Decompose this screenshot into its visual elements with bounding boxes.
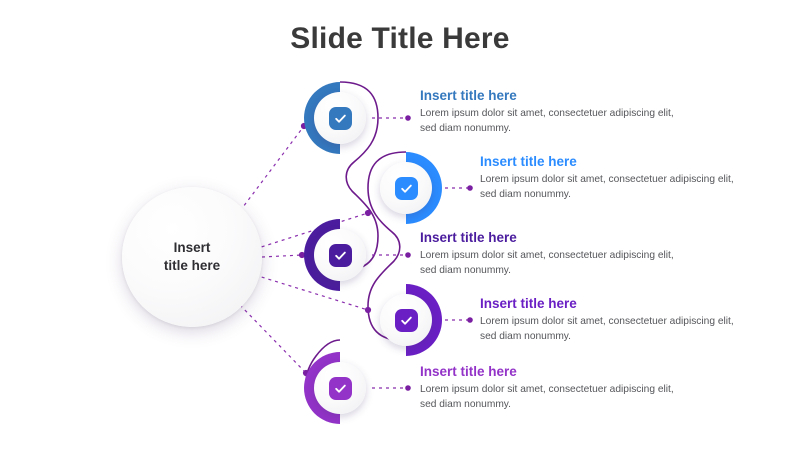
step-inner-disc-3 [314,229,366,281]
check-circle-icon-4 [394,308,418,332]
center-hub-label: Insert title here [163,240,221,273]
step-body-4: Lorem ipsum dolor sit amet, consectetuer… [480,316,734,342]
step-title-5: Insert title here [420,364,517,379]
step-text-5: Insert title here Lorem ipsum dolor sit … [420,364,682,413]
step-body-5: Lorem ipsum dolor sit amet, consectetuer… [420,384,674,410]
step-node-1[interactable] [304,82,376,154]
label-leader-dot-4 [467,317,473,323]
label-leader-dot-1 [405,115,411,121]
step-inner-disc-1 [314,92,366,144]
step-node-4[interactable] [370,284,442,356]
step-body-2: Lorem ipsum dolor sit amet, consectetuer… [480,174,734,200]
step-inner-disc-2 [380,162,432,214]
hub-link-5 [239,304,307,374]
center-hub-circle[interactable]: Insert title here [122,187,262,327]
check-circle-icon-3 [328,243,352,267]
step-text-3: Insert title here Lorem ipsum dolor sit … [420,230,682,279]
step-text-4: Insert title here Lorem ipsum dolor sit … [480,296,742,345]
check-circle-icon-2 [394,176,418,200]
step-inner-disc-5 [314,362,366,414]
check-circle-icon-5 [328,376,352,400]
page-title: Slide Title Here [290,22,510,55]
step-ring-5 [304,352,376,424]
hub-link-3 [261,254,303,258]
step-text-2: Insert title here Lorem ipsum dolor sit … [480,154,742,203]
hub-link-1 [239,125,305,212]
label-leader-dot-3 [405,252,411,258]
step-title-3: Insert title here [420,230,517,245]
step-title-2: Insert title here [480,154,577,169]
step-ring-3 [304,219,376,291]
step-title-1: Insert title here [420,88,517,103]
check-circle-icon-1 [328,106,352,130]
label-leader-dot-2 [467,185,473,191]
label-leader-dot-5 [405,385,411,391]
step-ring-2 [370,152,442,224]
step-node-2[interactable] [370,152,442,224]
step-text-1: Insert title here Lorem ipsum dolor sit … [420,88,682,137]
step-node-5[interactable] [304,352,376,424]
step-ring-1 [304,82,376,154]
step-node-3[interactable] [304,219,376,291]
step-inner-disc-4 [380,294,432,346]
step-ring-4 [370,284,442,356]
step-body-1: Lorem ipsum dolor sit amet, consectetuer… [420,108,674,134]
step-title-4: Insert title here [480,296,577,311]
step-body-3: Lorem ipsum dolor sit amet, consectetuer… [420,250,674,276]
